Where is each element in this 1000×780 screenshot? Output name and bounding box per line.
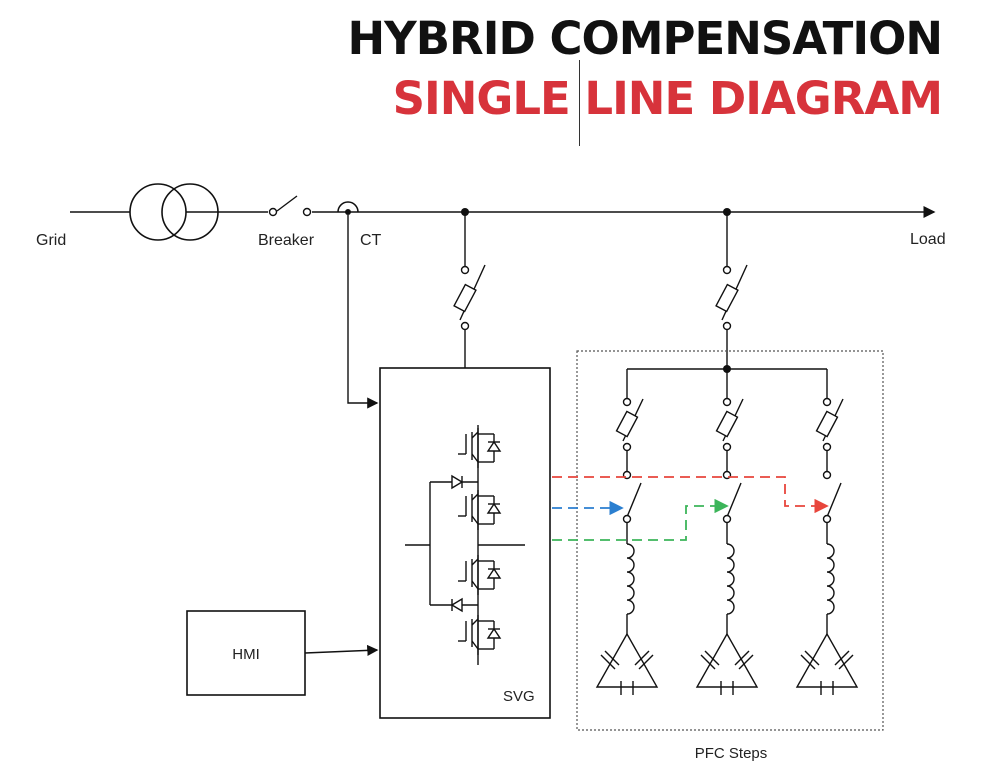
title-line-1: HYBRID COMPENSATION	[347, 12, 943, 65]
inverter-bridge-icon	[405, 425, 525, 665]
grid-label: Grid	[36, 232, 66, 249]
ct-signal-line	[347, 215, 379, 409]
svg-label: SVG	[503, 688, 535, 705]
svg-fuse-switch-icon	[453, 264, 486, 331]
control-line-red	[552, 476, 829, 514]
pfc-fuse-switch-icon	[715, 264, 748, 331]
pfc-steps-label: PFC Steps	[695, 745, 768, 762]
hmi-box	[186, 610, 306, 696]
load-label: Load	[910, 231, 946, 248]
ct-label: CT	[360, 232, 382, 249]
pfc-step-3	[796, 368, 858, 696]
breaker-icon	[268, 195, 312, 220]
pfc-step-2	[696, 368, 758, 696]
transformer-icon	[129, 183, 219, 241]
title-divider	[579, 60, 580, 146]
breaker-label: Breaker	[258, 232, 315, 249]
svg-box	[379, 367, 551, 719]
control-line-green	[552, 498, 729, 541]
title-line-2: SINGLE LINE DIAGRAM	[392, 72, 943, 125]
hmi-label: HMI	[232, 646, 260, 663]
hmi-signal-line	[304, 644, 379, 657]
pfc-step-1	[596, 368, 658, 696]
ct-icon	[337, 201, 359, 215]
